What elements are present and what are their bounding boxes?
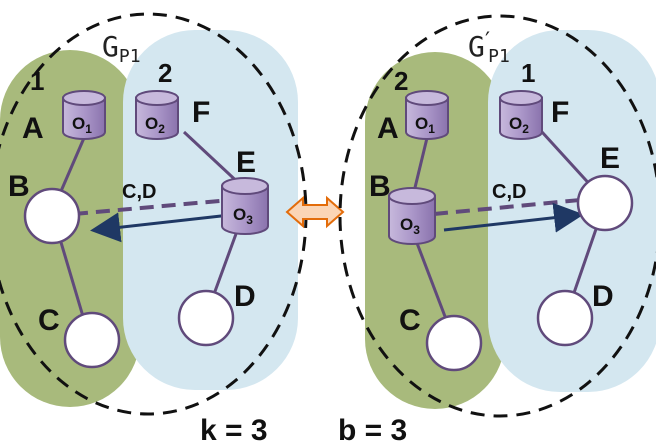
graph-title-prime: G′P1 <box>468 29 510 67</box>
exchange-arrow <box>285 195 345 229</box>
graph-boundary-right <box>338 14 656 418</box>
node-label-F: F <box>551 96 569 129</box>
migration-arrow-left <box>90 212 231 243</box>
node-label-C: C <box>38 304 60 337</box>
node-label-F: F <box>192 96 210 129</box>
object-cylinder-o1: O1 <box>62 90 106 140</box>
svg-text:O1: O1 <box>72 114 92 136</box>
svg-text:O3: O3 <box>400 215 420 237</box>
graph-title: GP1 <box>102 30 141 67</box>
migration-arrow-right <box>443 202 584 233</box>
svg-text:O3: O3 <box>233 205 253 227</box>
object-cylinder-o3: O3 <box>221 177 269 235</box>
node-C <box>425 314 483 372</box>
edge-B-E-dashed <box>73 198 231 216</box>
node-label-E: E <box>600 142 620 175</box>
node-D <box>536 289 594 347</box>
partition-number-1: 1 <box>521 58 535 88</box>
object-cylinder-o1: O1 <box>405 90 449 140</box>
edge-B-E-dashed <box>433 198 581 216</box>
svg-text:O2: O2 <box>145 114 165 136</box>
partition-number-2: 2 <box>394 66 408 96</box>
node-D <box>177 289 235 347</box>
object-cylinder-o2: O2 <box>135 90 179 140</box>
node-label-B: B <box>369 170 391 203</box>
object-cylinder-o2: O2 <box>499 90 543 140</box>
svg-text:O2: O2 <box>509 114 529 136</box>
node-label-E: E <box>236 146 256 179</box>
partition-number-1: 1 <box>30 66 44 96</box>
svg-text:O1: O1 <box>415 114 435 136</box>
node-label-B: B <box>8 170 30 203</box>
object-cylinder-o3: O3 <box>388 187 436 245</box>
param-k: k = 3 <box>200 414 268 447</box>
graph-right: G′P1 2 1 C,D O1 O2 O3 A <box>338 14 656 418</box>
node-label-D: D <box>234 280 256 313</box>
node-label-D: D <box>592 280 614 313</box>
edge-label: C,D <box>492 181 526 203</box>
param-b: b = 3 <box>338 414 407 447</box>
node-label-C: C <box>399 304 421 337</box>
node-label-A: A <box>22 112 44 145</box>
graph-left: GP1 1 2 C,D O1 O2 O3 <box>0 12 308 416</box>
node-E <box>576 174 634 232</box>
edge-label: C,D <box>122 181 156 203</box>
partition-number-2: 2 <box>158 58 172 88</box>
node-C <box>63 311 121 369</box>
node-label-A: A <box>377 112 399 145</box>
node-B <box>23 187 81 245</box>
